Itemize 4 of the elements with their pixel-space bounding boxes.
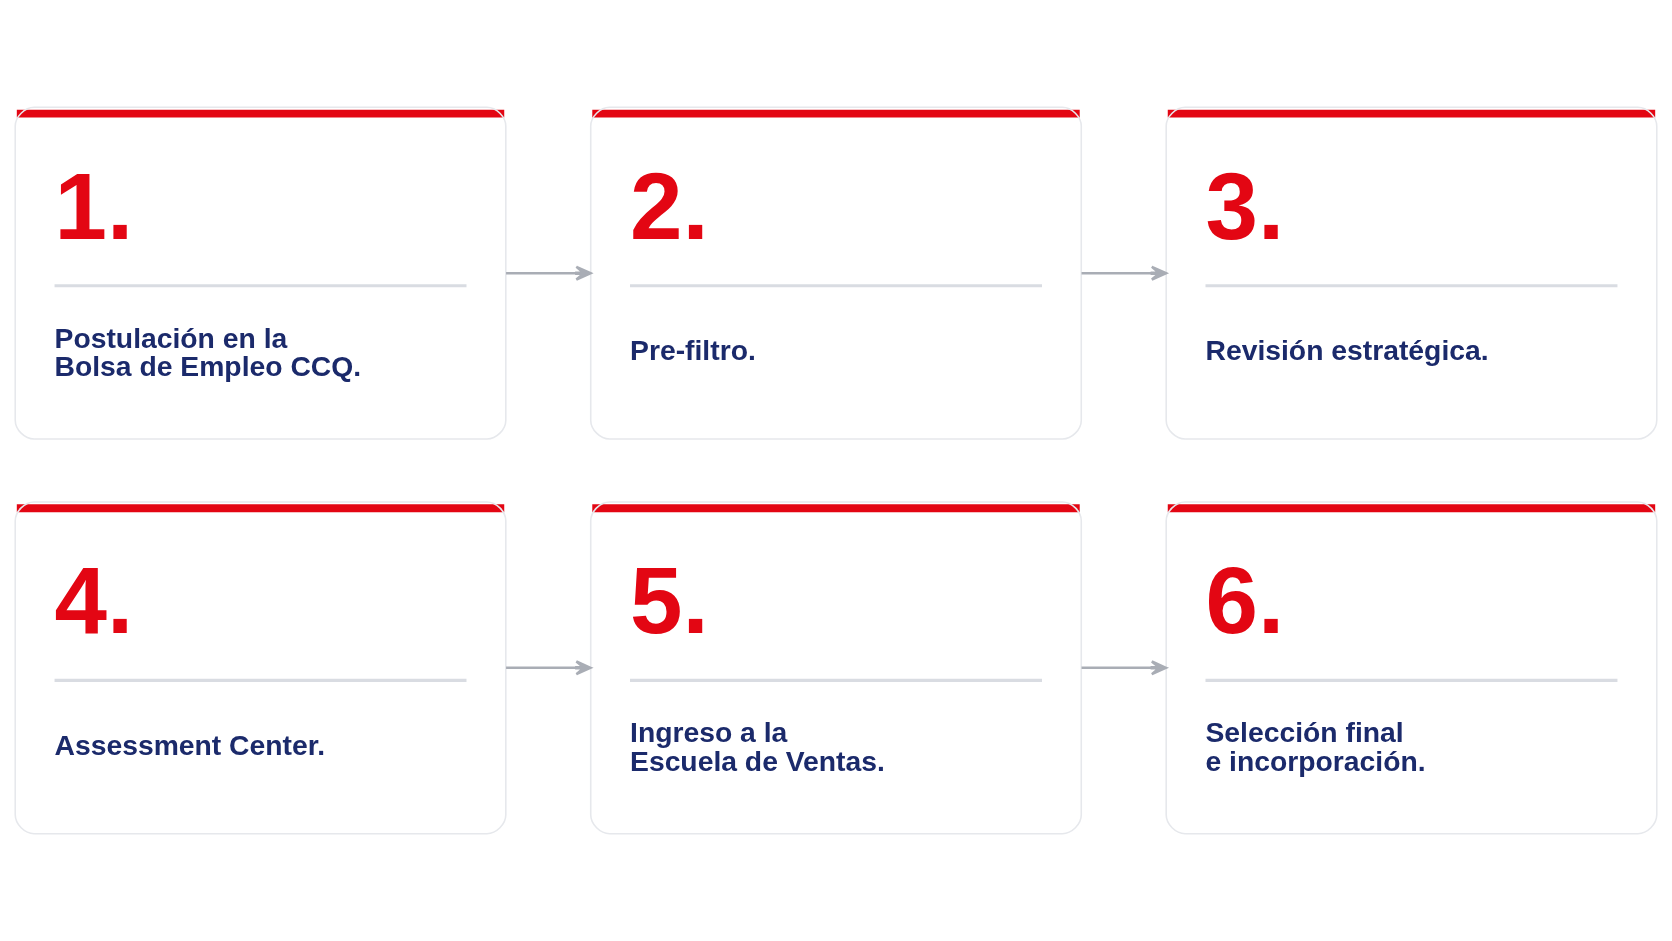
arrow bbox=[506, 265, 592, 281]
arrow bbox=[506, 660, 592, 676]
arrow bbox=[1081, 265, 1168, 281]
arrow bbox=[1081, 660, 1168, 676]
